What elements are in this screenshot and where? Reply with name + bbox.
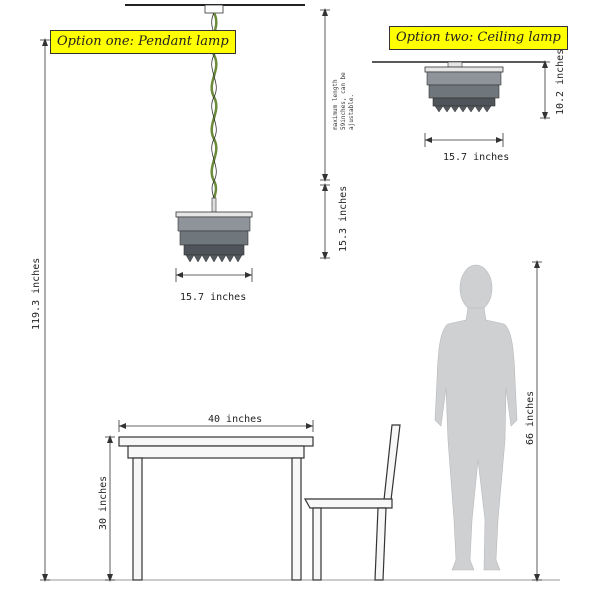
ceiling-height-dimension: 10.2 inches (540, 49, 566, 120)
table-height-label: 30 inches (98, 476, 109, 530)
person-silhouette (434, 264, 518, 571)
table-width-dimension: 40 inches (118, 414, 314, 432)
chain-note-line2: 59inches, can be (340, 72, 347, 130)
total-height-label: 119.3 inches (31, 258, 42, 330)
pendant-height-label: 15.3 inches (338, 186, 349, 252)
pendant-height-dimension: 15.3 inches (320, 183, 349, 260)
table-height-dimension: 30 inches (98, 435, 115, 582)
chain-note-line3: ajustable. (348, 94, 355, 130)
ceiling-width-label: 15.7 inches (443, 152, 509, 163)
ceiling-height-label: 10.2 inches (555, 49, 566, 115)
table (118, 436, 314, 581)
table-width-label: 40 inches (208, 414, 262, 425)
total-height-dimension: 119.3 inches (31, 38, 50, 582)
person-height-label: 66 inches (525, 391, 536, 445)
chain-note-line1: maximum length (332, 79, 339, 130)
ceiling-lamp (424, 61, 504, 113)
pendant-width-dimension: 15.7 inches (175, 268, 253, 303)
chair (303, 424, 401, 581)
pendant-width-label: 15.7 inches (180, 292, 246, 303)
chain-length-dimension: maximum length 59inches, can be ajustabl… (320, 8, 355, 182)
option-two-label: Option two: Ceiling lamp (389, 26, 568, 50)
pendant-lamp (175, 4, 253, 263)
option-one-label: Option one: Pendant lamp (50, 30, 236, 54)
ceiling-width-dimension: 15.7 inches (424, 133, 509, 163)
person-height-dimension: 66 inches (525, 260, 542, 582)
